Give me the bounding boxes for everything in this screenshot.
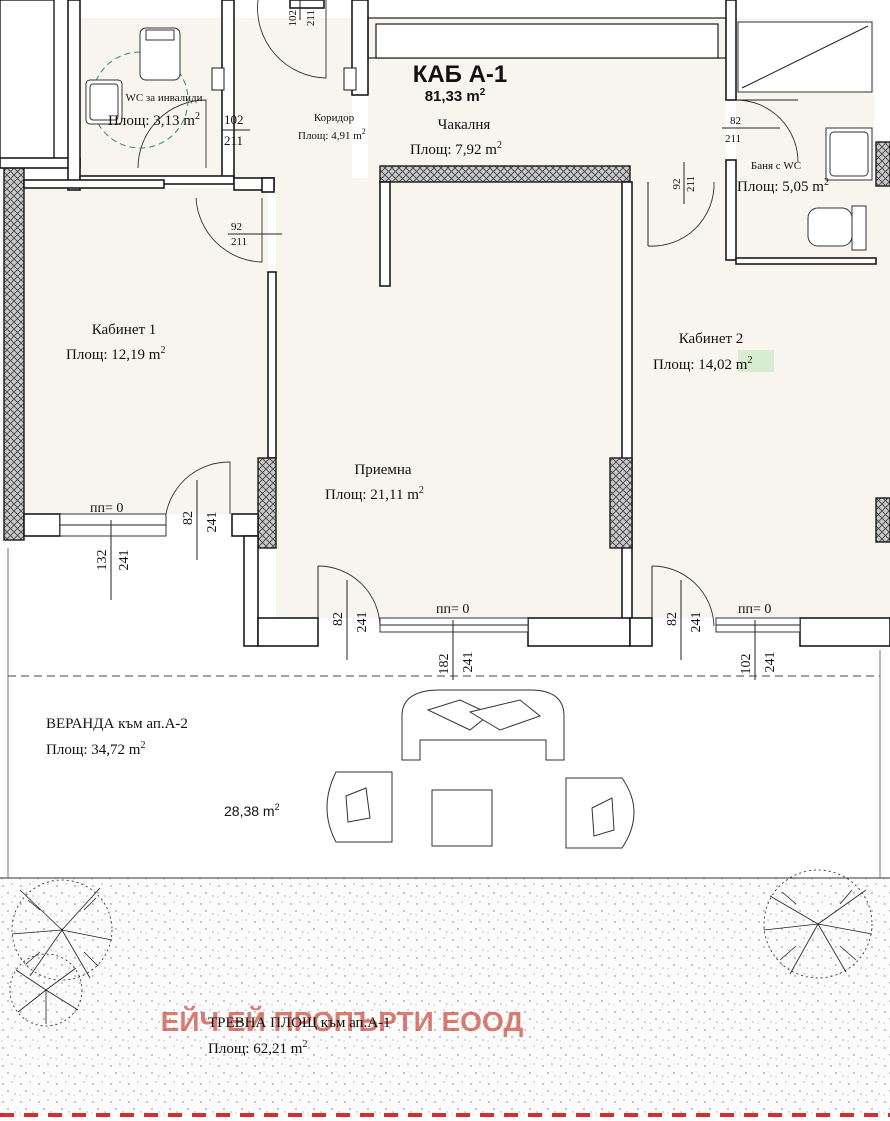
dim-office2-door-height: 241 xyxy=(689,612,704,633)
dim-top-door-width: 102 xyxy=(287,10,299,27)
waiting-area: Площ: 7,92 m2 xyxy=(410,140,502,158)
apartment-total-area: 81,33 m2 xyxy=(425,87,486,105)
bath-area: Площ: 5,05 m2 xyxy=(737,177,829,195)
wc-disabled-name: WC за инвалиди xyxy=(125,92,202,104)
corridor-area: Площ: 4,91 m2 xyxy=(298,127,366,142)
dim-office2-window-width: 102 xyxy=(739,654,754,675)
dim-bath-width: 82 xyxy=(730,115,741,127)
sill-office2: пп= 0 xyxy=(738,602,771,617)
dimension-labels: 102 211 92 211 82 211 пп= 0 пп= 0 пп= 0 … xyxy=(90,0,780,680)
dim-bath-height: 211 xyxy=(725,133,741,145)
reception-name: Приемна xyxy=(354,462,412,478)
reception-area: Площ: 21,11 m2 xyxy=(325,485,424,503)
dim-top-door-height: 211 xyxy=(305,10,317,26)
sill-office1: пп= 0 xyxy=(90,501,123,516)
watermark: ЕЙЧ ЕЙ ПРОПЪРТИ ЕООД xyxy=(161,1005,524,1037)
dim-reception-window-height: 241 xyxy=(461,652,476,673)
lawn-area: Площ: 62,21 m2 xyxy=(208,1039,307,1057)
lawn-area xyxy=(0,878,890,1116)
area-highlight xyxy=(738,350,774,372)
dim-office1-window-height: 241 xyxy=(117,550,132,571)
dim-waiting-width: 92 xyxy=(671,179,683,190)
apartment-code: КАБ А-1 xyxy=(413,61,508,88)
corridor-floor xyxy=(234,18,352,183)
dim-office2-door-width: 82 xyxy=(665,612,680,626)
fixtures xyxy=(85,21,873,251)
dim-reception-door-height: 241 xyxy=(355,612,370,633)
doors xyxy=(91,0,799,627)
walls xyxy=(0,0,890,647)
corridor-name: Коридор xyxy=(314,112,355,124)
bath-name: Баня с WC xyxy=(751,160,801,172)
dim-office1-window-width: 132 xyxy=(95,550,110,571)
dim-waiting-height: 211 xyxy=(685,176,697,192)
wc-disabled-area: Площ: 3,13 m2 xyxy=(108,111,200,129)
dim-corridor-height: 211 xyxy=(231,236,247,248)
dim-reception-window-width: 182 xyxy=(437,654,452,675)
dim-office1-door-width: 82 xyxy=(181,511,196,525)
dim-wc-width: 102 xyxy=(224,112,244,127)
dim-wc-height: 211 xyxy=(224,133,243,148)
tree-left xyxy=(9,879,113,1027)
dim-office2-window-height: 241 xyxy=(763,652,778,673)
office1-floor xyxy=(24,188,268,514)
office2-floor xyxy=(632,178,890,618)
office1-name: Кабинет 1 xyxy=(92,322,157,338)
veranda-part-area: 28,38 m2 xyxy=(224,802,280,819)
lawn-name: ТРЕВНА ПЛОЩ към ап.А-1 xyxy=(208,1015,391,1031)
dim-reception-door-width: 82 xyxy=(331,612,346,626)
office2-name: Кабинет 2 xyxy=(679,331,744,347)
veranda-furniture xyxy=(326,689,635,849)
reception-floor xyxy=(276,178,630,618)
sill-reception: пп= 0 xyxy=(436,602,469,617)
dim-office1-door-height: 241 xyxy=(205,512,220,533)
dim-corridor-width: 92 xyxy=(231,221,242,233)
waiting-name: Чакалня xyxy=(438,117,491,133)
office2-area: Площ: 14,02 m2 xyxy=(653,355,752,373)
tree-right xyxy=(763,869,873,979)
veranda-name: ВЕРАНДА към ап.А-2 xyxy=(46,716,188,732)
office1-area: Площ: 12,19 m2 xyxy=(66,345,165,363)
veranda-area: Площ: 34,72 m2 xyxy=(46,740,145,758)
